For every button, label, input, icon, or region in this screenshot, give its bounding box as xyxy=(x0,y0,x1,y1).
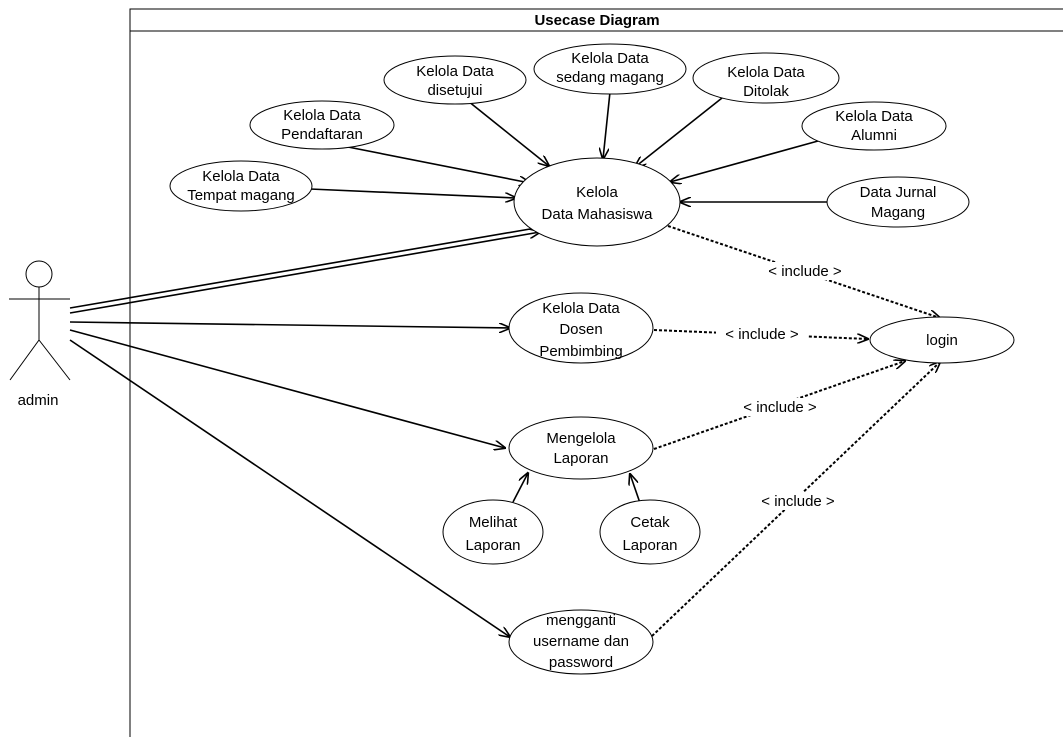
usecase-label: Kelola Data xyxy=(542,300,620,317)
rel-ditolak xyxy=(635,97,723,167)
usecase-label: password xyxy=(549,654,613,671)
usecase-kelola-sedang: Kelola Data sedang magang xyxy=(533,43,687,95)
usecase-label: Pendaftaran xyxy=(281,126,363,143)
include-label: < include > xyxy=(768,263,842,280)
rel-disetujui xyxy=(467,100,549,166)
usecase-label: Kelola Data xyxy=(416,63,494,80)
usecase-mengelola-laporan: Mengelola Laporan xyxy=(508,416,654,480)
usecase-label: username dan xyxy=(533,633,629,650)
usecase-data-jurnal: Data Jurnal Magang xyxy=(826,176,970,228)
rel-tempat xyxy=(309,188,516,198)
rel-pendaftaran xyxy=(347,146,530,183)
usecase-label: sedang magang xyxy=(556,69,664,86)
usecase-label: Ditolak xyxy=(743,83,789,100)
usecase-kelola-pendaftaran: Kelola Data Pendaftaran xyxy=(249,100,395,150)
include-relations: < include > < include > < include > < in… xyxy=(651,225,940,637)
usecase-label: Magang xyxy=(871,204,925,221)
include-mengganti-line xyxy=(651,362,940,637)
usecase-label: Laporan xyxy=(622,537,677,554)
usecase-kelola-dosen: Kelola Data Dosen Pembimbing xyxy=(508,292,654,364)
usecase-label: Kelola Data xyxy=(571,50,649,67)
usecase-label: Tempat magang xyxy=(187,187,295,204)
rel-sedang xyxy=(603,91,611,159)
usecase-kelola-tempat: Kelola Data Tempat magang xyxy=(169,160,313,212)
rel-cetak xyxy=(630,474,641,504)
include-label: < include > xyxy=(761,493,835,510)
usecase-cetak-laporan: Cetak Laporan xyxy=(599,499,701,565)
actor-name: admin xyxy=(18,392,59,409)
usecase-label: Cetak xyxy=(630,514,670,531)
usecase-label: disetujui xyxy=(427,82,482,99)
usecase-label: Kelola xyxy=(576,184,618,201)
actor-head xyxy=(25,260,53,288)
rel-alumni xyxy=(670,140,819,182)
usecase-label: Alumni xyxy=(851,127,897,144)
system-boundary: Usecase Diagram xyxy=(129,8,1063,737)
usecase-label: Kelola Data xyxy=(835,108,913,125)
usecase-label: mengganti xyxy=(546,612,616,629)
usecase-label: Laporan xyxy=(465,537,520,554)
system-title: Usecase Diagram xyxy=(534,12,659,29)
usecase-label: Data Jurnal xyxy=(860,184,937,201)
usecase-label: Kelola Data xyxy=(727,64,805,81)
usecase-kelola-alumni: Kelola Data Alumni xyxy=(801,101,947,151)
usecase-kelola-mahasiswa: Kelola Data Mahasiswa xyxy=(513,157,681,247)
usecase-label: Pembimbing xyxy=(539,343,622,360)
assoc-mahasiswa-double xyxy=(69,228,531,309)
assoc-mengganti xyxy=(69,339,510,637)
rel-melihat xyxy=(512,473,528,503)
mahasiswa-relations xyxy=(309,91,827,202)
include-label: < include > xyxy=(725,326,799,343)
actor-admin: admin xyxy=(9,260,71,409)
include-mahasiswa-line xyxy=(667,225,940,318)
usecase-melihat-laporan: Melihat Laporan xyxy=(442,499,544,565)
assoc-laporan xyxy=(69,329,505,448)
usecase-mengganti: mengganti username dan password xyxy=(508,609,654,675)
usecase-label: Mengelola xyxy=(546,430,616,447)
assoc-mahasiswa xyxy=(69,232,540,314)
usecase-label: Kelola Data xyxy=(202,168,280,185)
usecase-login: login xyxy=(869,316,1015,364)
laporan-relations xyxy=(512,473,641,504)
include-label: < include > xyxy=(743,399,817,416)
usecase-label: Melihat xyxy=(469,514,518,531)
usecase-label: Kelola Data xyxy=(283,107,361,124)
usecase-label: Laporan xyxy=(553,450,608,467)
usecase-label: Dosen xyxy=(559,321,602,338)
usecase-kelola-ditolak: Kelola Data Ditolak xyxy=(692,52,840,104)
associations xyxy=(69,228,540,637)
usecase-label: login xyxy=(926,332,958,349)
usecase-kelola-disetujui: Kelola Data disetujui xyxy=(383,55,527,105)
assoc-dosen xyxy=(69,321,510,328)
usecase-label: Data Mahasiswa xyxy=(542,206,654,223)
